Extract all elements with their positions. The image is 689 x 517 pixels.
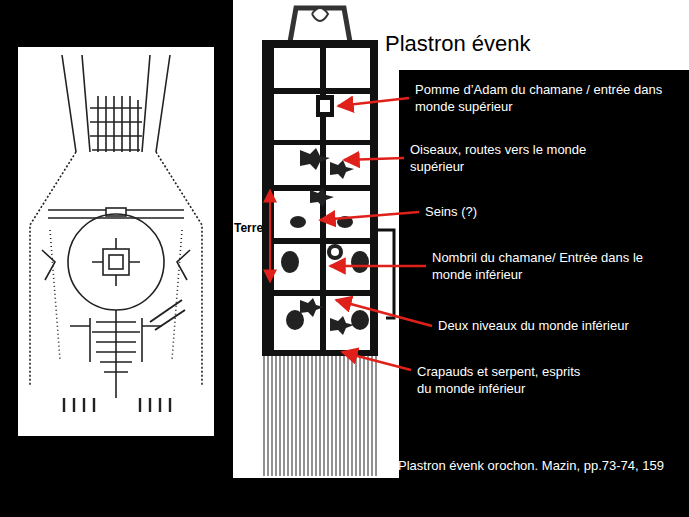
- terre-bracket: [269, 190, 271, 282]
- callout-label: Nombril du chamane/ Entrée dans le monde…: [432, 250, 672, 284]
- callout-label: Deux niveaux du monde inférieur: [438, 318, 678, 335]
- slide-title: Plastron évenk: [385, 30, 531, 59]
- callout-label: Pomme d’Adam du chamane / entrée dans mo…: [415, 82, 677, 116]
- callout-label: Oiseaux, routes vers le monde supérieur: [410, 142, 610, 176]
- evenk-plastron-drawing: [233, 0, 399, 478]
- left-plastron-drawing: [18, 47, 214, 436]
- region-label: Terre: [234, 221, 263, 237]
- leader-arrows: [320, 98, 432, 370]
- source-caption: Plastron évenk orochon. Mazin, pp.73-74,…: [398, 458, 664, 475]
- callout-label: Crapauds et serpent, esprits du monde in…: [417, 364, 587, 398]
- callout-label: Seins (?): [425, 204, 625, 221]
